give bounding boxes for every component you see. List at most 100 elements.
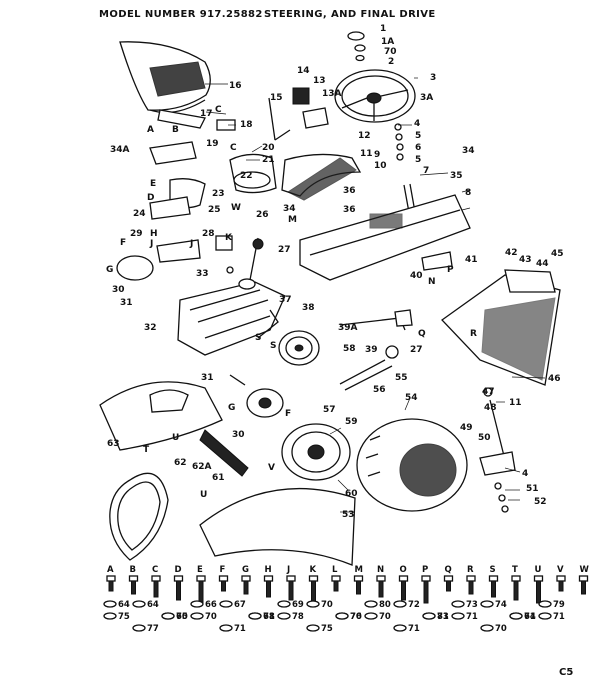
callout-label: 31 xyxy=(120,298,133,308)
callout-label: T xyxy=(143,445,150,455)
callout-label: P xyxy=(447,265,454,275)
washer-icon xyxy=(190,612,204,620)
callout-label: 33 xyxy=(196,269,209,279)
bolt-head-icon xyxy=(263,575,274,582)
hardware-number: 72 xyxy=(408,600,420,610)
hardware-number: 77 xyxy=(147,624,159,634)
callout-label: C xyxy=(215,105,222,115)
washer-icon xyxy=(103,600,117,608)
bolt-shank-icon xyxy=(536,580,541,604)
bolt-head-icon xyxy=(511,575,521,582)
bolt-shank-icon xyxy=(491,580,496,598)
callout-label: 46 xyxy=(548,374,561,384)
callout-label: 45 xyxy=(551,249,564,259)
callout-label: 38 xyxy=(302,303,315,313)
washer-icon xyxy=(277,612,291,620)
callout-label: S xyxy=(255,333,261,343)
washer-icon xyxy=(509,612,523,620)
shift-parts xyxy=(215,235,279,386)
washer-icon xyxy=(132,600,146,608)
callout-label: 63 xyxy=(107,439,120,449)
callout-label: J xyxy=(189,239,193,249)
brackets-left xyxy=(149,109,236,263)
hardware-number: 67 xyxy=(234,600,246,610)
hardware-number: 66 xyxy=(205,600,217,610)
callout-label: 62 xyxy=(174,458,187,468)
callout-label: 47 xyxy=(482,387,495,397)
callout-label: U xyxy=(172,433,179,443)
callout-label: K xyxy=(225,233,233,243)
callout-label: E xyxy=(150,179,156,189)
callout-label: A xyxy=(147,125,154,135)
bolt-shank-icon xyxy=(401,580,406,601)
hardware-number: 68 xyxy=(263,612,275,622)
bolt-shank-icon xyxy=(108,580,114,592)
hardware-number: 73 xyxy=(466,600,478,610)
washer-icon xyxy=(306,600,320,608)
callout-label: 1A xyxy=(381,37,394,47)
callout-label: J xyxy=(149,239,153,249)
callout-label: 44 xyxy=(536,259,549,269)
callout-label: B xyxy=(172,125,179,135)
hardware-letter: T xyxy=(512,565,518,575)
callout-label: 18 xyxy=(240,120,253,130)
washer-icon xyxy=(451,612,465,620)
callout-label: 30 xyxy=(232,430,245,440)
hardware-letter: D xyxy=(175,565,182,575)
callout-labels: 1 1A 70 2 3 3A 4 5 6 5 7 34 35 8 9 10 11… xyxy=(106,24,564,520)
hardware-letter: E xyxy=(197,565,203,575)
washer-icon xyxy=(306,624,320,632)
transaxle xyxy=(116,237,286,356)
callout-label: 21 xyxy=(262,155,275,165)
callout-label: 62A xyxy=(192,462,212,472)
hardware-number: 70 xyxy=(205,612,217,622)
hardware-number: 70 xyxy=(176,612,188,622)
bolt-shank-icon xyxy=(378,580,384,598)
hardware-number: 71 xyxy=(553,612,565,622)
callout-label: M xyxy=(288,215,297,225)
steering-wheel xyxy=(334,69,416,123)
bolt-head-icon xyxy=(488,575,499,582)
bolt-head-icon xyxy=(241,575,251,582)
callout-label: 10 xyxy=(374,161,387,171)
hardware-number: 81 xyxy=(437,612,449,622)
bolt-head-icon xyxy=(398,575,409,582)
bolt-head-icon xyxy=(421,575,431,582)
bolt-head-icon xyxy=(196,575,206,582)
hardware-letter: K xyxy=(310,565,317,575)
callout-label: 34A xyxy=(110,145,130,155)
hardware-number: 70 xyxy=(321,600,333,610)
washer-icon xyxy=(538,612,552,620)
callout-label: 24 xyxy=(133,209,146,219)
callout-label: 29 xyxy=(130,229,143,239)
fender-left xyxy=(99,381,249,477)
washer-icon xyxy=(335,612,349,620)
callout-label: 36 xyxy=(343,186,356,196)
washer-icon xyxy=(364,612,378,620)
hardware-number: 73 xyxy=(437,612,449,622)
washer-icon xyxy=(480,600,494,608)
callout-label: C xyxy=(230,143,237,153)
callout-label: 52 xyxy=(534,497,547,507)
callout-label: 20 xyxy=(262,143,275,153)
washer-icon xyxy=(161,612,175,620)
bolt-shank-icon xyxy=(131,580,136,595)
hardware-letter: N xyxy=(377,565,384,575)
hardware-letter: P xyxy=(422,565,428,575)
hardware-number: 74 xyxy=(495,600,507,610)
drive-belt xyxy=(109,472,169,561)
callout-label: 4 xyxy=(522,469,528,479)
washer-icon xyxy=(190,600,204,608)
callout-label: R xyxy=(470,329,477,339)
callout-label: G xyxy=(228,403,235,413)
washer-icon xyxy=(538,600,552,608)
callout-label: 8 xyxy=(465,188,471,198)
hardware-letter: B xyxy=(130,565,136,575)
callout-label: V xyxy=(268,463,275,473)
bolt-shank-icon xyxy=(333,580,339,592)
diagram-title: STEERING, AND FINAL DRIVE xyxy=(264,9,436,20)
hardware-number: 75 xyxy=(321,624,333,634)
callout-label: 3 xyxy=(430,73,436,83)
hardware-number: 71 xyxy=(408,624,420,634)
